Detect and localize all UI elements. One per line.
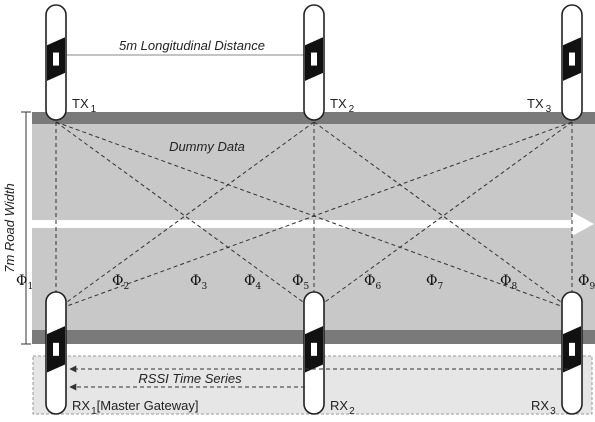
phi-label-1: Φ1 <box>16 273 33 292</box>
phi-label-4: Φ4 <box>244 273 261 292</box>
longitudinal-distance-label: 5m Longitudinal Distance <box>119 38 265 53</box>
phi-label-9: Φ9 <box>578 273 595 292</box>
phi-label-6: Φ6 <box>364 273 381 292</box>
receiver-labels: RX1[Master Gateway] RX2 RX3 <box>72 398 556 417</box>
road-width-label: 7m Road Width <box>2 183 17 272</box>
tx-post-2 <box>303 4 325 121</box>
road-width-dimension: 7m Road Width <box>2 111 31 345</box>
link-lines <box>52 121 576 312</box>
phi-label-7: Φ7 <box>426 273 443 292</box>
longitudinal-distance-dimension: 5m Longitudinal Distance <box>66 38 307 60</box>
rx-post-2 <box>303 291 325 415</box>
rx-post-3 <box>561 291 583 415</box>
rssi-arrows: RSSI Time Series <box>69 365 568 391</box>
rx-label-1: RX1[Master Gateway] <box>72 398 199 417</box>
master-gateway-label: [Master Gateway] <box>97 398 199 413</box>
phi-label-5: Φ5 <box>292 273 309 292</box>
link-line-phi-8 <box>313 121 573 311</box>
tx-post-1 <box>45 4 67 121</box>
lane-direction-arrow <box>32 212 594 236</box>
rx-label-3: RX3 <box>531 398 556 417</box>
rx-label-2: RX2 <box>330 398 355 417</box>
phi-label-8: Φ8 <box>500 273 517 292</box>
link-line-phi-2 <box>55 121 315 311</box>
phi-label-2: Φ2 <box>112 273 129 292</box>
rssi-time-series-label: RSSI Time Series <box>138 371 242 386</box>
phi-label-3: Φ3 <box>190 273 207 292</box>
link-line-phi-7 <box>55 121 573 312</box>
rx-post-1 <box>45 291 67 415</box>
link-labels: Φ1 Φ2 Φ3 Φ4 Φ5 Φ6 Φ7 Φ8 Φ9 <box>16 273 595 292</box>
dummy-data-label: Dummy Data <box>169 139 245 154</box>
posts <box>45 4 583 415</box>
tx-post-3 <box>561 4 583 121</box>
link-line-phi-6 <box>313 121 573 311</box>
link-line-phi-4 <box>55 121 315 311</box>
